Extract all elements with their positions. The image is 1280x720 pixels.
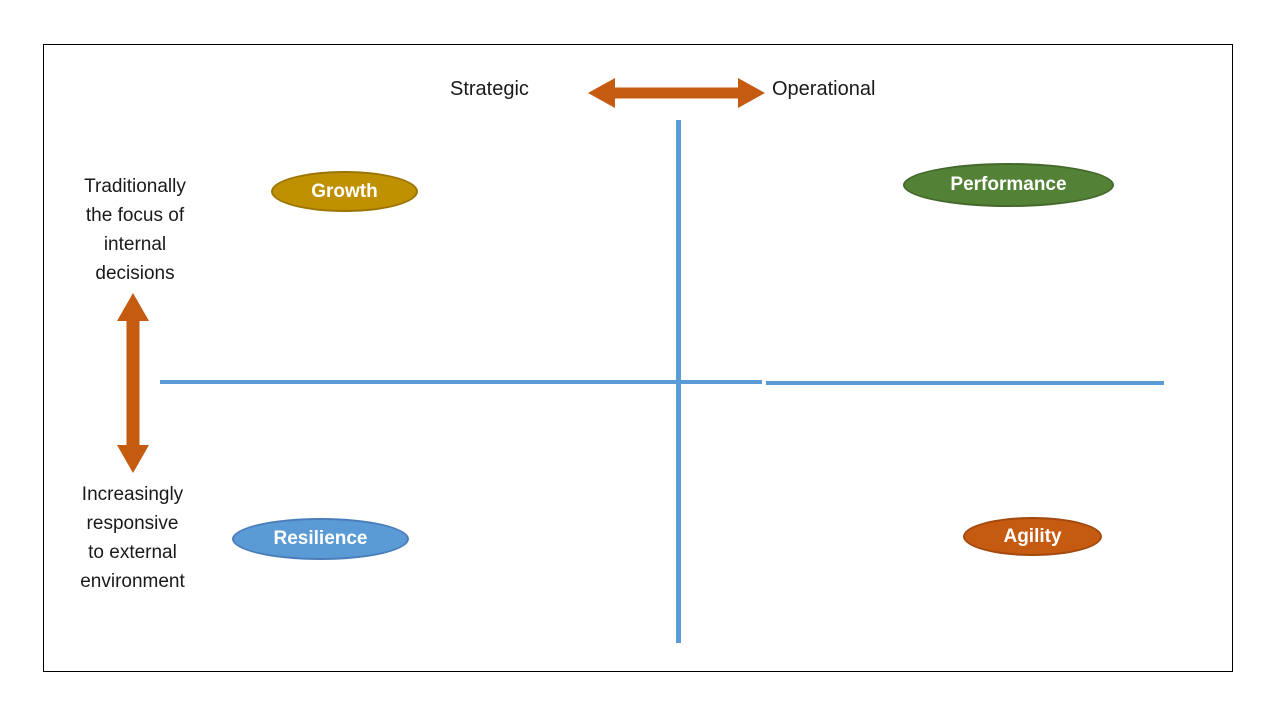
horizontal-double-arrow-shape <box>588 78 765 108</box>
resilience-bubble-label: Resilience <box>273 528 368 549</box>
internal-focus-line-1: Traditionally <box>84 176 186 197</box>
internal-focus-line-2: the focus of <box>85 205 185 226</box>
internal-focus-line-4: decisions <box>95 263 175 284</box>
internal-focus-line-3: internal <box>103 234 167 255</box>
resilience-bubble: Resilience <box>232 518 409 560</box>
horizontal-double-arrow-icon <box>588 78 765 108</box>
external-responsive-line-1: Increasingly <box>81 484 184 505</box>
horizontal-axis-line-right <box>766 381 1164 385</box>
performance-bubble: Performance <box>903 163 1114 207</box>
vertical-double-arrow-icon <box>117 293 149 473</box>
operational-axis-label: Operational <box>772 78 876 100</box>
internal-focus-label: Traditionally the focus of internal deci… <box>55 172 215 288</box>
external-responsive-line-4: environment <box>80 571 185 592</box>
growth-bubble: Growth <box>271 171 418 212</box>
strategic-axis-label: Strategic <box>450 78 529 100</box>
growth-bubble-label: Growth <box>311 180 378 202</box>
agility-bubble-label: Agility <box>1003 525 1062 547</box>
agility-bubble: Agility <box>963 517 1102 556</box>
external-responsive-label: Increasingly responsive to external envi… <box>50 480 215 596</box>
horizontal-axis-line-left <box>160 380 762 384</box>
performance-bubble-label: Performance <box>950 174 1067 195</box>
external-responsive-line-3: to external <box>88 542 177 563</box>
external-responsive-line-2: responsive <box>86 513 179 534</box>
vertical-double-arrow-shape <box>117 293 149 473</box>
diagram-frame <box>43 44 1233 672</box>
